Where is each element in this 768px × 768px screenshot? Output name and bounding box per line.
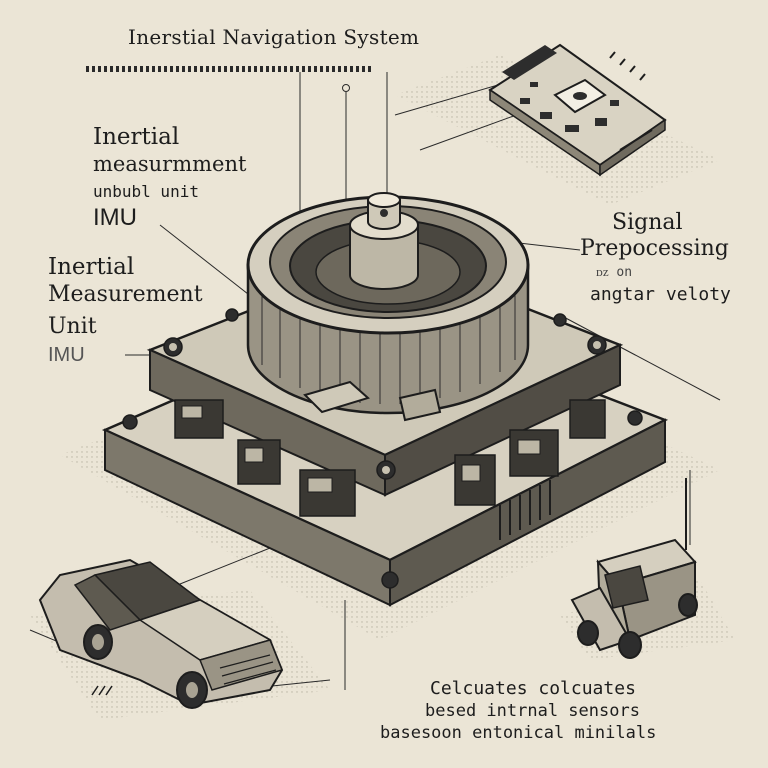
label-bottom-line-1: Celcuates colcuates [430,678,636,699]
label-bottom-line-2: besed intrnal sensors [425,701,640,721]
label-bottom-line-3: basesoon entonical minilals [380,723,657,743]
sedan-car [38,558,284,709]
label-left-top-line-1: Inertial [93,124,180,150]
label-left-mid-line-3: Unit [48,314,97,339]
label-left-top-line-2: measurmment [93,152,247,176]
scratch-marks [91,685,113,696]
label-left-mid-line-1: Inertial [48,254,135,280]
label-left-mid-line-4: IMU [48,344,85,366]
small-truck [570,478,698,659]
diagram-title: Inerstial Navigation System [128,25,420,49]
label-left-top-line-3: unbubl unit [93,182,199,201]
sensor-circuit-board [488,43,667,177]
label-right-line-1: Signal [612,210,683,235]
label-right-line-3: ᴅᴢ on [596,265,633,280]
label-right-line-2: Prepocessing [580,236,729,261]
title-underline [86,66,374,72]
imu-gimbal-assembly [101,192,669,607]
label-left-mid-line-2: Measurement [48,282,203,307]
label-left-top-line-4: IMU [93,204,137,231]
label-right-line-4: angtar veloty [590,284,731,305]
